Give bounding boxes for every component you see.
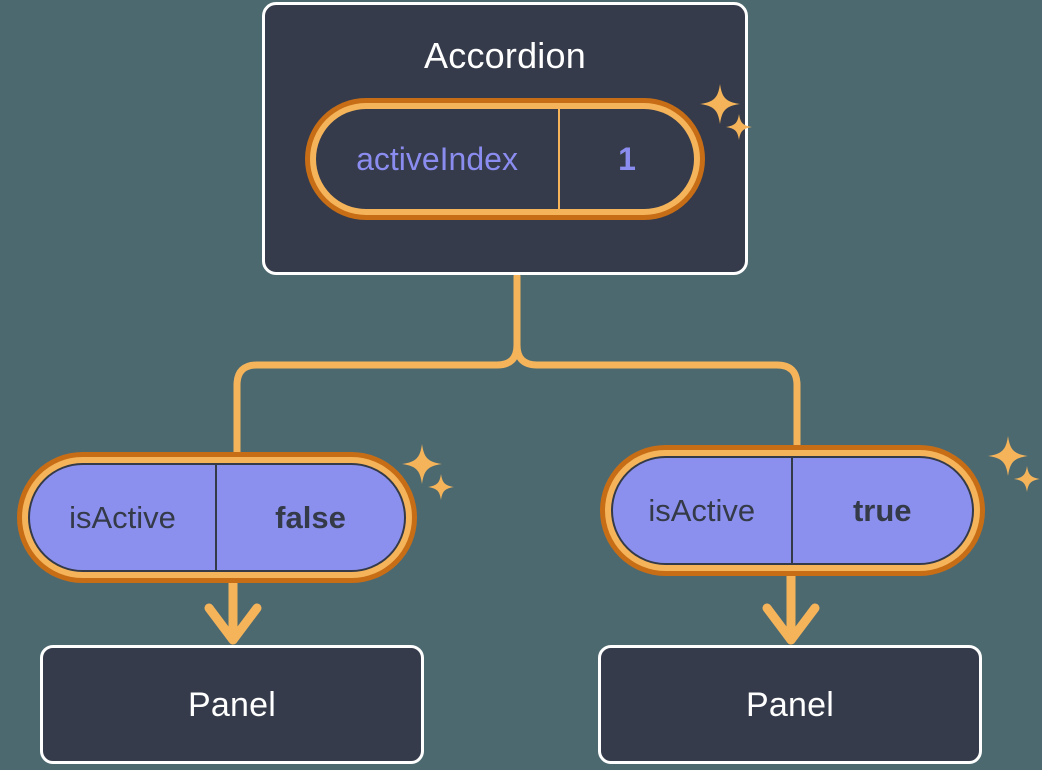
pill-body: activeIndex 1	[316, 109, 694, 209]
prop-value: false	[275, 499, 346, 535]
component-title: Accordion	[424, 35, 586, 76]
prop-key: isActive	[30, 465, 217, 570]
state-key: activeIndex	[316, 109, 560, 209]
pill-inner-ring: activeIndex 1	[310, 103, 700, 215]
arrow-down-icon	[762, 571, 820, 645]
component-node-panel[interactable]: Panel	[40, 645, 424, 764]
prop-key: isActive	[613, 458, 793, 563]
state-pill-active-index[interactable]: activeIndex 1	[305, 98, 705, 220]
prop-value: true	[852, 492, 912, 528]
component-title: Panel	[746, 685, 834, 724]
pill-inner-ring: isActive false	[22, 457, 412, 578]
state-value: 1	[618, 140, 636, 177]
pill-outer-ring: activeIndex 1	[305, 98, 705, 220]
component-node-panel[interactable]: Panel	[598, 645, 982, 764]
pill-outer-ring: isActive false	[17, 452, 417, 583]
pill-body: isActive true	[611, 456, 974, 565]
tree-branch-connector	[233, 272, 801, 456]
sparkle-icon	[982, 436, 1042, 498]
prop-pill-is-active-true[interactable]: isActive true	[600, 445, 985, 576]
arrow-down-icon	[204, 578, 262, 645]
pill-body: isActive false	[28, 463, 406, 572]
prop-pill-is-active-false[interactable]: isActive false	[17, 452, 417, 583]
component-title: Panel	[188, 685, 276, 724]
pill-outer-ring: isActive true	[600, 445, 985, 576]
pill-inner-ring: isActive true	[605, 450, 980, 571]
